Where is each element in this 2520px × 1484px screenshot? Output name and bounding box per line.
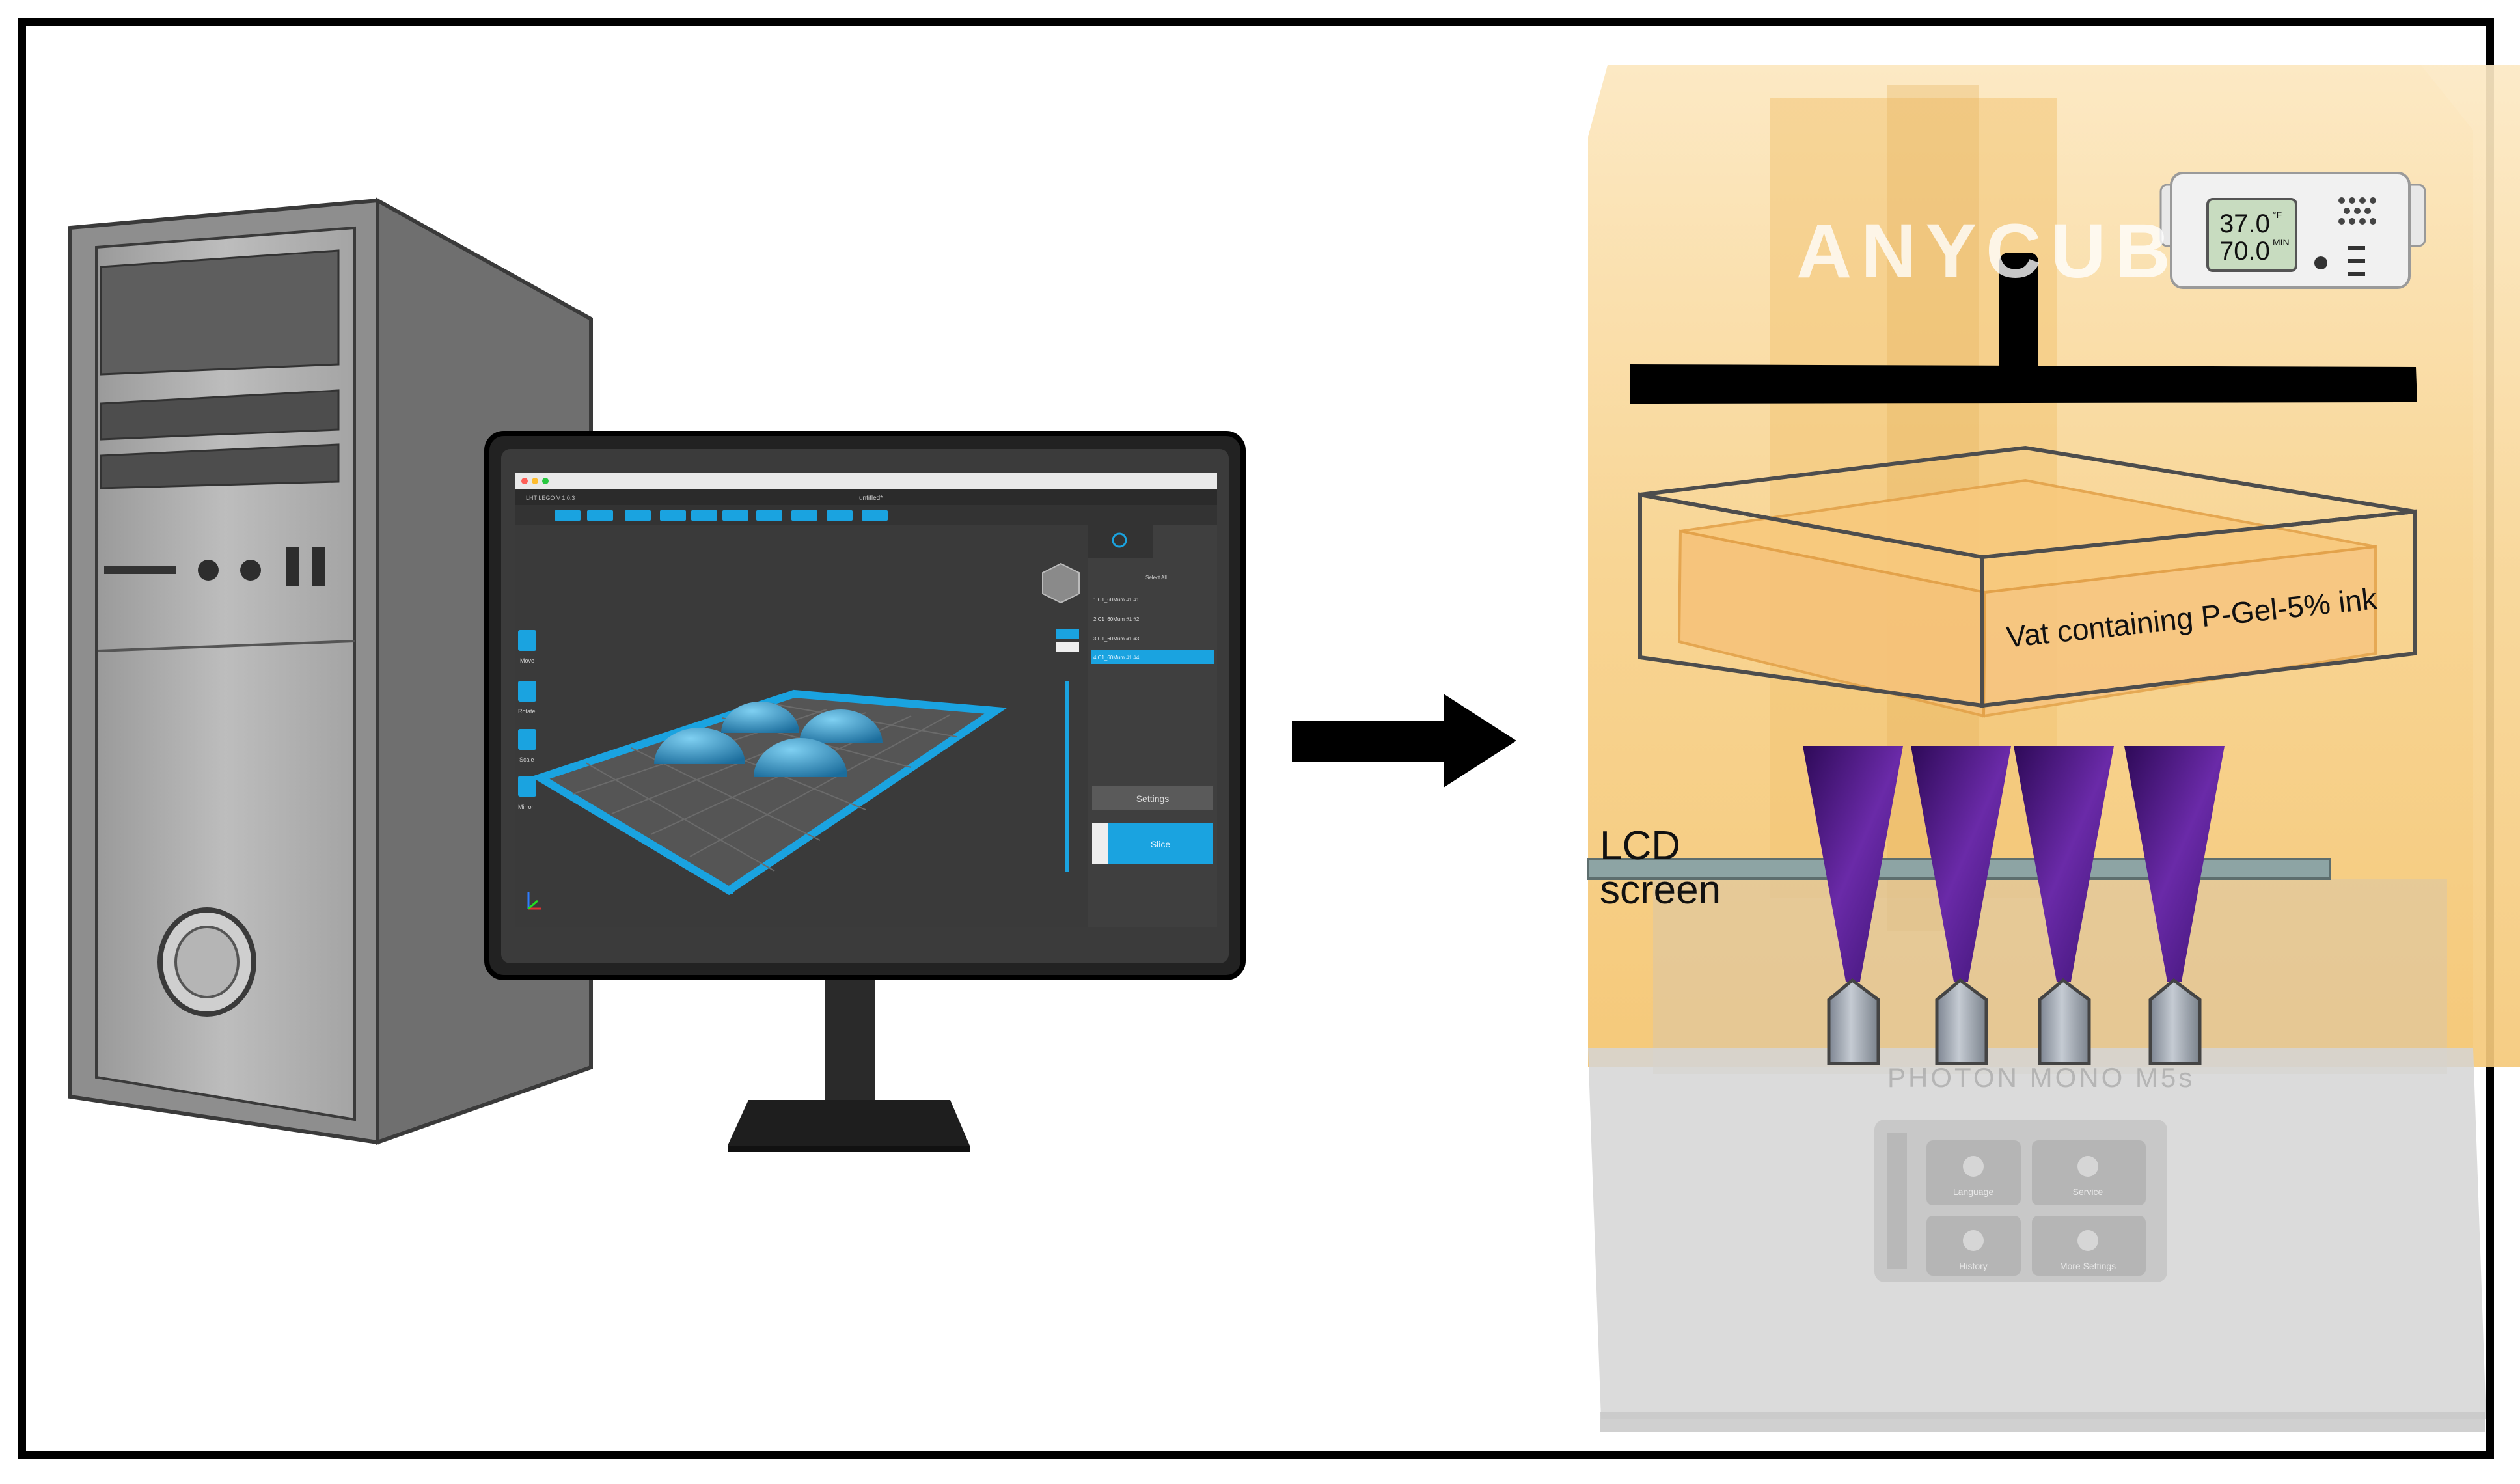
toolbar-button[interactable] xyxy=(587,510,613,521)
document-title: untitled* xyxy=(859,495,883,502)
tool-label-move: Move xyxy=(520,657,534,664)
monitor: LHT LEGO V 1.0.3 untitled* Move Rotate S… xyxy=(484,431,1246,1152)
touchscreen-tile-more-settings: More Settings xyxy=(2060,1261,2116,1271)
resin-3d-printer: Language Service History More Settings xyxy=(1587,65,2520,1432)
panel-item[interactable]: 1.C1_60Mum #1 #1 xyxy=(1093,597,1140,603)
panel-item[interactable]: 2.C1_60Mum #1 #2 xyxy=(1093,616,1140,622)
tool-label-mirror: Mirror xyxy=(518,804,534,810)
hygrometer xyxy=(2159,172,2426,289)
toolbar-button[interactable] xyxy=(827,510,853,521)
slice-button-label: Slice xyxy=(1151,839,1171,849)
tool-label-rotate: Rotate xyxy=(518,708,536,715)
touchscreen-tile-history: History xyxy=(1959,1261,1988,1271)
hygrometer-humidity-unit: MIN xyxy=(2273,237,2290,247)
scale-tool-button[interactable] xyxy=(518,729,536,750)
cone-holders xyxy=(1827,978,2202,1065)
hygrometer-temperature-unit: °F xyxy=(2273,210,2282,220)
panel-item[interactable]: 4.C1_60Mum #1 #4 xyxy=(1093,655,1140,661)
settings-button[interactable] xyxy=(1092,786,1213,810)
hygrometer-humidity: 70.0 xyxy=(2219,237,2270,266)
select-all-label: Select All xyxy=(1145,575,1167,581)
slice-button[interactable] xyxy=(1108,823,1213,864)
printer-model-label: PHOTON MONO M5s xyxy=(1887,1062,2195,1093)
toolbar-button[interactable] xyxy=(660,510,686,521)
touchscreen-tile-service: Service xyxy=(2073,1187,2103,1197)
tool-label-scale: Scale xyxy=(519,756,534,763)
resin-vat xyxy=(1638,445,2417,718)
toolbar-button[interactable] xyxy=(555,510,581,521)
toolbar-button[interactable] xyxy=(862,510,888,521)
workflow-arrow xyxy=(1292,694,1516,788)
lcd-screen-label: LCD screen xyxy=(1600,823,1721,913)
printed-cones xyxy=(1803,746,2225,982)
hygrometer-temperature: 37.0 xyxy=(2219,210,2270,238)
toolbar-button[interactable] xyxy=(791,510,817,521)
toolbar-button[interactable] xyxy=(722,510,748,521)
printer-brand-label: ANYCUB xyxy=(1796,208,2180,294)
mirror-tool-button[interactable] xyxy=(518,776,536,797)
app-title: LHT LEGO V 1.0.3 xyxy=(526,495,575,501)
touchscreen-tile-language: Language xyxy=(1953,1187,1994,1197)
panel-item-selected[interactable] xyxy=(1091,650,1214,664)
settings-button-label: Settings xyxy=(1136,793,1170,804)
rotate-tool-button[interactable] xyxy=(518,681,536,702)
toolbar-button[interactable] xyxy=(691,510,717,521)
move-tool-button[interactable] xyxy=(518,630,536,651)
toolbar-button[interactable] xyxy=(625,510,651,521)
panel-item[interactable]: 3.C1_60Mum #1 #3 xyxy=(1093,636,1140,642)
toolbar-button[interactable] xyxy=(756,510,782,521)
